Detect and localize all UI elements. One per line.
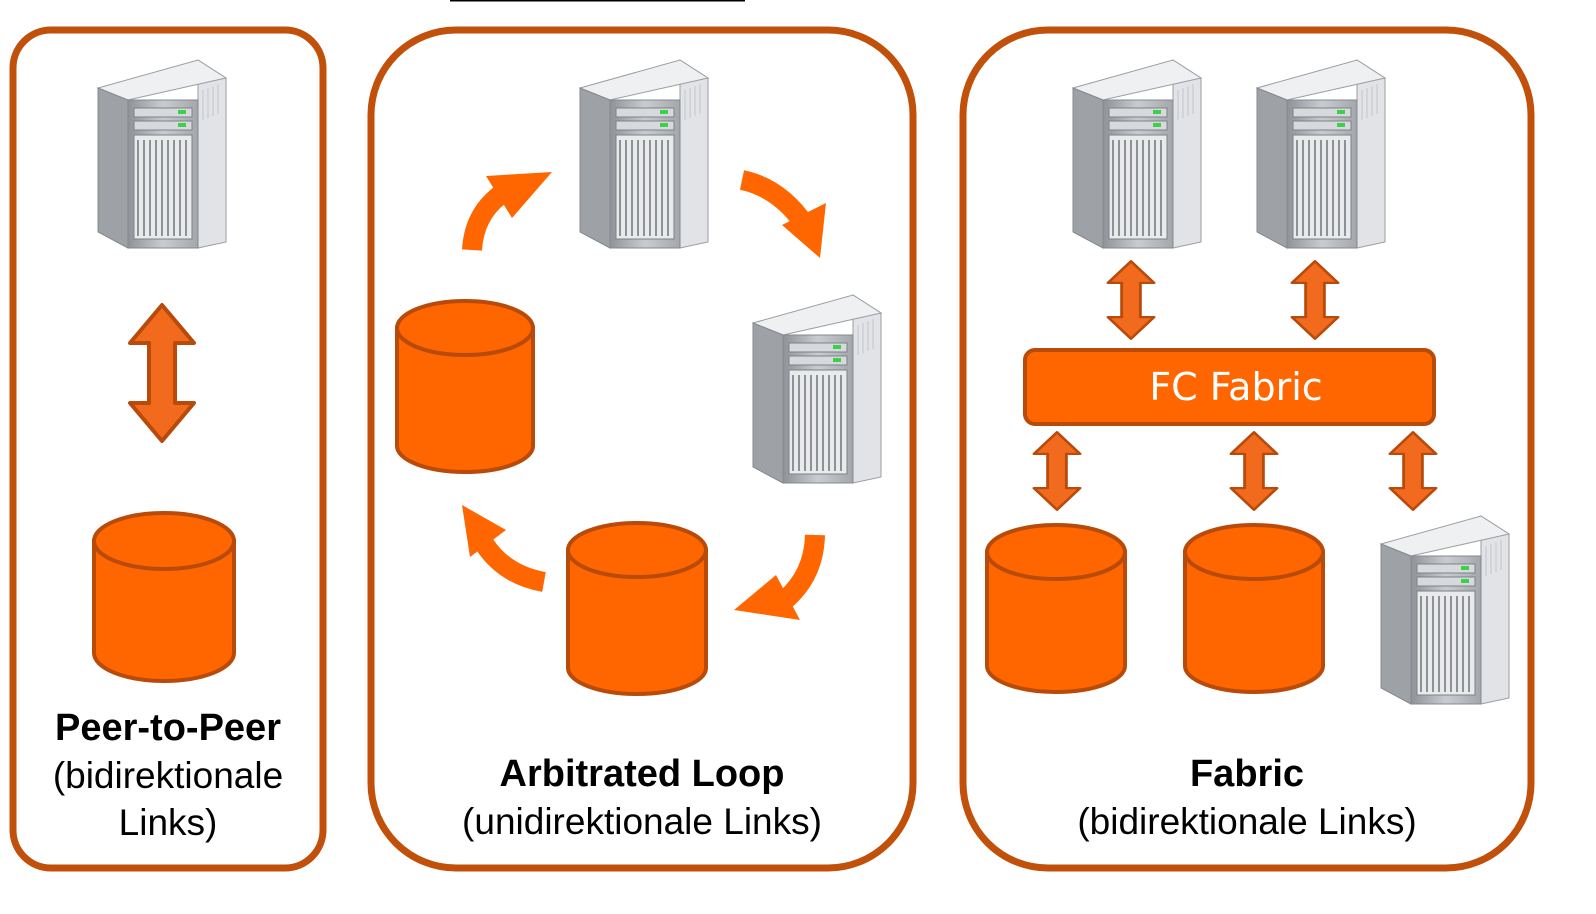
- loop-title: Arbitrated Loop: [499, 753, 785, 795]
- p2p-caption: Peer-to-Peer (bidirektionale Links): [18, 704, 318, 846]
- loop-panel-frame: [367, 26, 917, 872]
- storage-cylinder-icon: [92, 511, 236, 683]
- fabric-title: Fabric: [1189, 753, 1305, 795]
- storage-cylinder-icon: [985, 523, 1127, 694]
- curved-arrow-icon: [462, 187, 507, 251]
- fabric-caption: Fabric (bidirektionale Links): [972, 750, 1522, 845]
- double-arrow-icon: [1106, 259, 1156, 341]
- server-tower-icon: [1380, 515, 1510, 705]
- storage-cylinder-icon: [1183, 523, 1325, 694]
- server-tower-icon: [1072, 59, 1202, 249]
- fc-fabric-label: FC Fabric: [1149, 365, 1323, 409]
- double-arrow-icon: [1388, 430, 1438, 512]
- p2p-panel-frame: [9, 26, 327, 872]
- storage-cylinder-icon: [566, 521, 708, 696]
- curved-arrow-icon: [476, 539, 547, 592]
- server-tower-icon: [97, 59, 227, 249]
- arrow-head: [734, 575, 800, 620]
- loop-caption: Arbitrated Loop (unidirektionale Links): [380, 750, 904, 845]
- double-arrow-icon: [128, 303, 196, 443]
- p2p-title: Peer-to-Peer: [55, 707, 281, 749]
- double-arrow-icon: [1229, 430, 1279, 512]
- arrow-head: [782, 203, 826, 258]
- server-tower-icon: [579, 59, 709, 249]
- p2p-subtitle-line2: Links): [118, 802, 218, 843]
- p2p-subtitle-line1: (bidirektionale: [52, 755, 284, 796]
- fabric-subtitle: (bidirektionale Links): [1077, 801, 1417, 842]
- fabric-panel-frame: [959, 26, 1535, 872]
- arrow-head: [486, 172, 552, 218]
- server-tower-icon: [752, 294, 882, 484]
- server-tower-icon: [1256, 59, 1386, 249]
- arrow-head: [462, 505, 506, 557]
- double-arrow-icon: [1032, 430, 1082, 512]
- curved-arrow-icon: [778, 534, 825, 608]
- double-arrow-icon: [1290, 259, 1340, 341]
- fc-fabric-box: [1023, 348, 1436, 426]
- loop-subtitle: (unidirektionale Links): [462, 801, 822, 842]
- storage-cylinder-icon: [395, 299, 535, 474]
